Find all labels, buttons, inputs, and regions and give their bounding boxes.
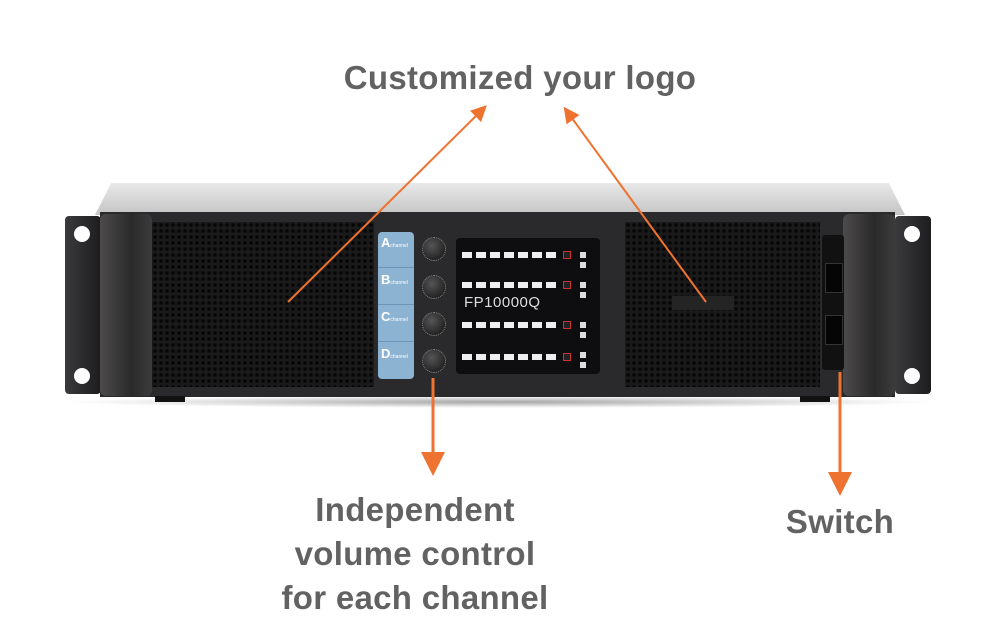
channel-b-label: Bchannel: [378, 269, 414, 305]
caption-line-3: for each channel: [281, 579, 549, 616]
volume-knob-a[interactable]: [422, 237, 446, 261]
caption-customized-logo: Customized your logo: [343, 59, 697, 96]
power-switch-2[interactable]: [825, 315, 843, 345]
arrow-logo-right: [563, 106, 707, 303]
channel-d-label: Dchannel: [381, 346, 408, 361]
channel-strip: Achannel Bchannel Cchannel Dchannel: [378, 232, 414, 379]
rack-ear-right: [895, 216, 931, 394]
model-number: FP10000Q: [464, 294, 541, 311]
grille-left: [152, 222, 374, 387]
volume-knob-b[interactable]: [422, 275, 446, 299]
arrow-logo-left: [287, 105, 487, 303]
channel-c-label: Cchannel: [378, 306, 414, 342]
handle-right: [843, 214, 895, 396]
volume-knob-d[interactable]: [422, 349, 446, 373]
foot-right: [800, 396, 830, 402]
rack-ear-left: [65, 216, 101, 394]
handle-left: [100, 214, 152, 396]
caption-switch: Switch: [785, 503, 895, 540]
caption-line-1: Independent: [315, 491, 515, 528]
grille-right: [625, 222, 820, 387]
foot-left: [155, 396, 185, 402]
amplifier-top-lid: [95, 183, 905, 215]
channel-a-label: Achannel: [378, 232, 414, 268]
floor-shadow: [60, 396, 940, 408]
power-switch[interactable]: [825, 263, 843, 293]
logo-plate: [672, 296, 734, 310]
volume-knob-c[interactable]: [422, 312, 446, 336]
caption-line-2: volume control: [294, 535, 536, 572]
caption-volume-control: Independent volume control for each chan…: [230, 488, 600, 620]
power-switch-panel: [822, 235, 844, 370]
meter-display: FP10000Q: [456, 238, 600, 374]
